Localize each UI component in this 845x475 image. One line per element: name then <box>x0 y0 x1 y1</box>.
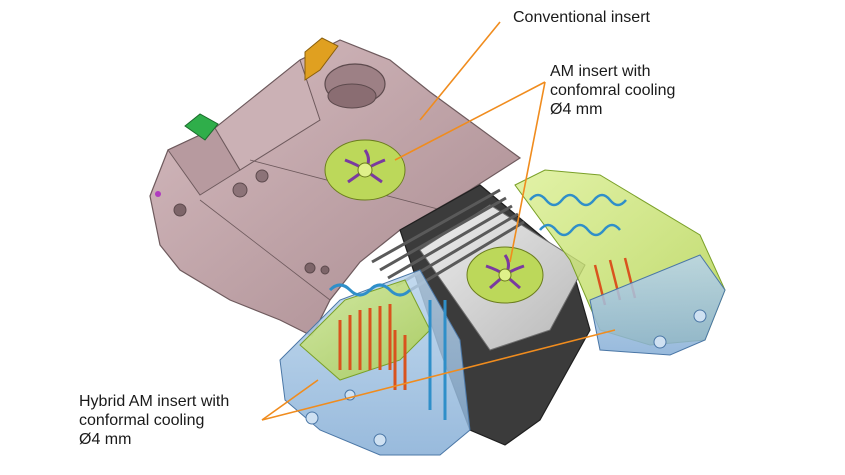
leader-conventional <box>419 21 501 121</box>
right-blue-base <box>589 254 726 356</box>
purple-marker <box>155 191 161 197</box>
leader-am-lower <box>509 81 546 263</box>
yellow-handle-icon <box>304 37 339 81</box>
leader-am-upper <box>394 81 546 161</box>
leader-hybrid-left <box>261 379 319 421</box>
label-am-insert: AM insert with confomral cooling Ø4 mm <box>550 63 676 118</box>
label-hybrid-am-insert: Hybrid AM insert with conformal cooling … <box>79 393 230 448</box>
am-insert-core-block <box>371 184 591 446</box>
hybrid-am-insert <box>279 269 471 456</box>
leader-lines <box>261 21 616 421</box>
leader-hybrid-right <box>261 329 616 421</box>
label-conventional-insert: Conventional insert <box>513 9 650 26</box>
upper-am-insert <box>324 139 406 201</box>
green-handle-icon <box>184 113 219 141</box>
